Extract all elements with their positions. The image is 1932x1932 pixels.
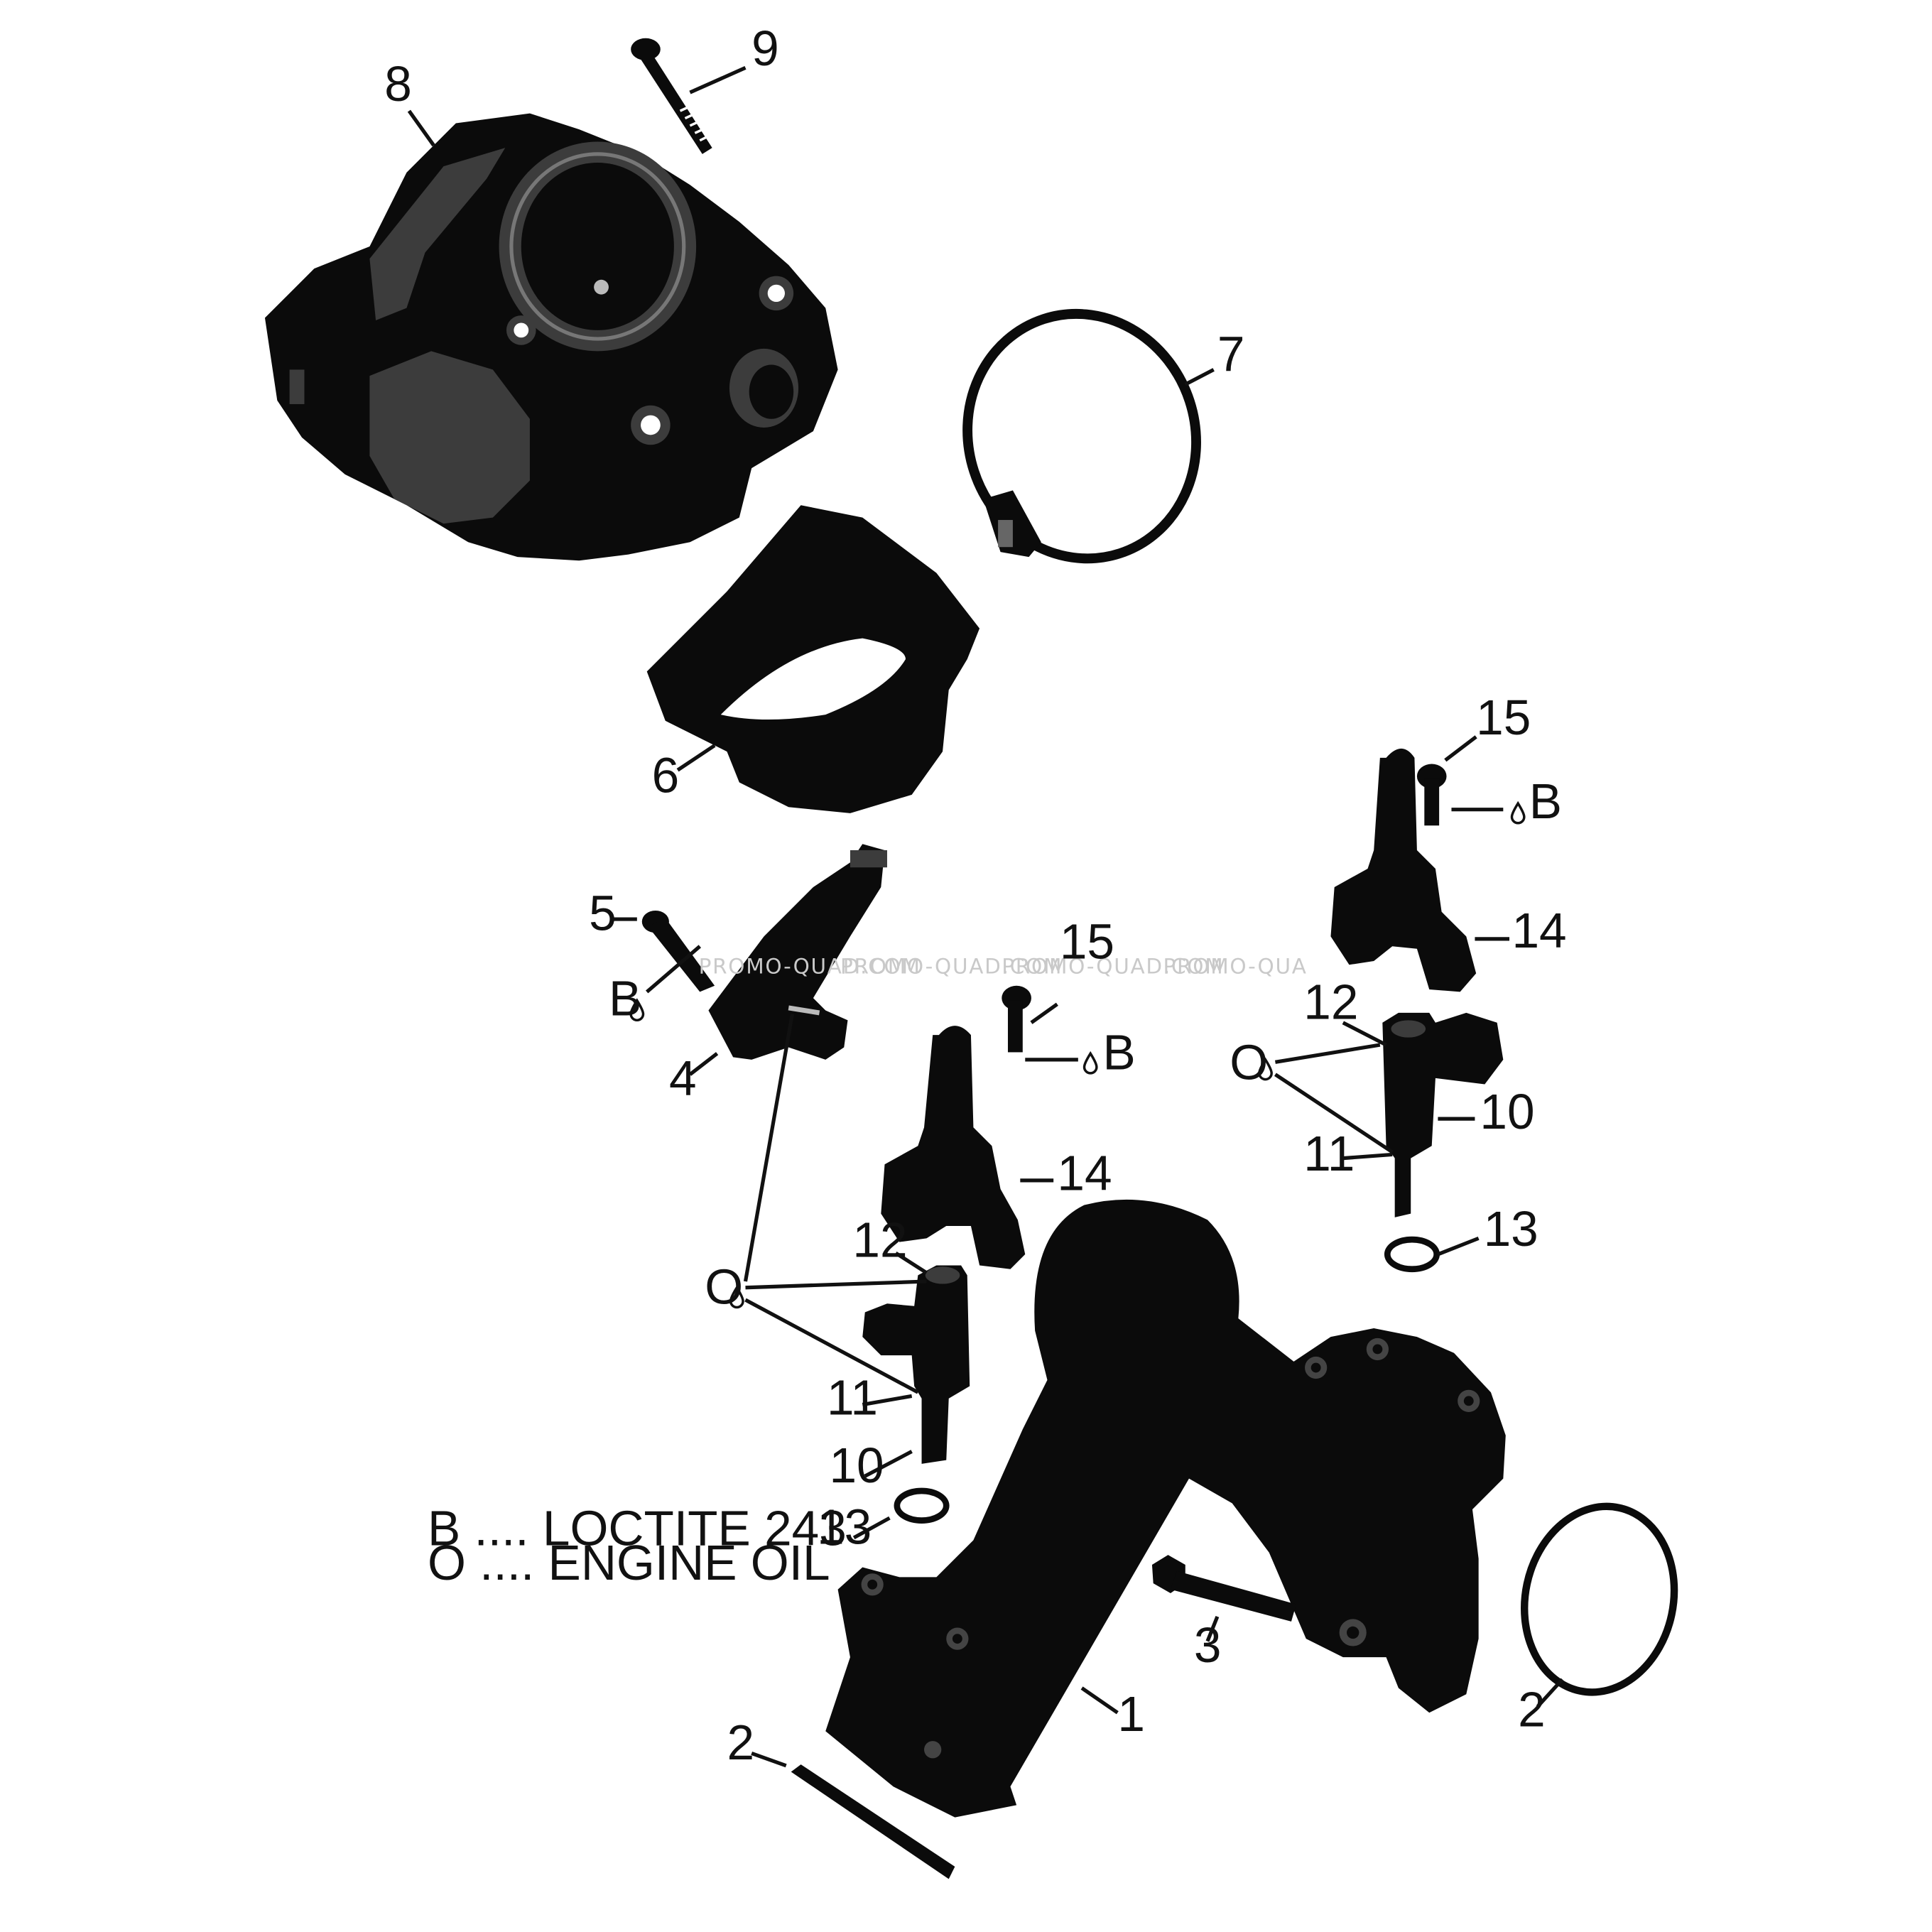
callout-label: 15	[1060, 914, 1114, 970]
callout-label: 10	[1480, 1084, 1534, 1139]
legend: B .... LOCTITE 243 O .... ENGINE OIL	[428, 1500, 847, 1590]
fuel-injector-part-right	[1382, 1012, 1504, 1217]
callout-label: 2	[727, 1715, 754, 1770]
loctite-marker: B	[1103, 1025, 1136, 1080]
callout-label: 4	[669, 1051, 697, 1106]
oil-marker: O	[705, 1259, 743, 1314]
callout-label: 10	[829, 1438, 884, 1493]
watermark-text: PROMO-QUAD.COM	[699, 954, 921, 978]
callout-numbers: 9 8 7 6 5 4 15 14 15 12 10 11 14 13 12 1…	[384, 21, 1566, 1770]
loctite-marker: B	[609, 970, 641, 1026]
drop-icon	[1258, 1057, 1273, 1081]
callout-label: 14	[1512, 903, 1566, 958]
watermark-text: PROMO-QUAD.COM	[840, 954, 1063, 978]
bolt-part-3	[1151, 1555, 1296, 1622]
drop-icon	[1082, 1051, 1098, 1075]
callout-label: 9	[751, 21, 779, 76]
adaptor-part	[646, 505, 980, 813]
callout-label: 11	[1303, 1126, 1355, 1181]
bolt-part-15-upper	[1416, 764, 1447, 826]
bolt-part-15-lower	[1002, 985, 1031, 1053]
callout-label: 2	[1518, 1681, 1546, 1737]
watermark-text: PROMO-QUA	[1163, 954, 1308, 978]
throttle-body-part	[264, 113, 838, 561]
intake-manifold-part	[825, 1199, 1506, 1818]
fuel-injector-part-left	[862, 1265, 970, 1464]
callout-label: 3	[1194, 1617, 1222, 1673]
watermark-text: PROMO-QUAD.COM	[1002, 954, 1224, 978]
callout-label: 5	[589, 886, 617, 941]
callout-label: 12	[1303, 975, 1358, 1030]
callout-label: 8	[384, 56, 412, 112]
o-ring-part-13-lower	[894, 1487, 950, 1524]
fuel-rail-part-lower	[881, 1026, 1026, 1269]
sensor-part	[708, 844, 887, 1060]
callout-label: 13	[817, 1499, 872, 1555]
gasket-part-2-ring	[1520, 1502, 1678, 1696]
leader-lines	[407, 66, 1564, 1768]
loctite-marker: B	[1529, 774, 1562, 829]
callout-label: 1	[1117, 1686, 1145, 1742]
bolt-part-5	[641, 910, 715, 992]
drop-icons	[629, 801, 1526, 1309]
drop-icon	[729, 1285, 744, 1309]
callout-label: 6	[652, 747, 680, 803]
gasket-part-2-edge	[791, 1764, 955, 1879]
drop-icon	[629, 998, 645, 1022]
callout-label: 14	[1057, 1146, 1112, 1201]
legend-line-engine-oil: O .... ENGINE OIL	[428, 1535, 830, 1590]
o-ring-part-13-upper	[1384, 1236, 1440, 1273]
watermark: PROMO-QUAD.COM PROMO-QUAD.COM PROMO-QUAD…	[699, 954, 1308, 978]
callout-label: 11	[827, 1369, 878, 1425]
screw-part-9	[631, 38, 715, 154]
hose-clamp-part	[962, 308, 1201, 564]
callout-label: 7	[1217, 326, 1245, 381]
oil-marker: O	[1230, 1035, 1268, 1090]
callout-label: 15	[1476, 690, 1531, 745]
callout-label: 13	[1484, 1201, 1538, 1257]
legend-line-loctite: B .... LOCTITE 243	[428, 1500, 847, 1556]
fuel-rail-part-upper	[1330, 748, 1477, 992]
callout-label: 12	[852, 1212, 907, 1267]
drop-icon	[1510, 801, 1526, 825]
